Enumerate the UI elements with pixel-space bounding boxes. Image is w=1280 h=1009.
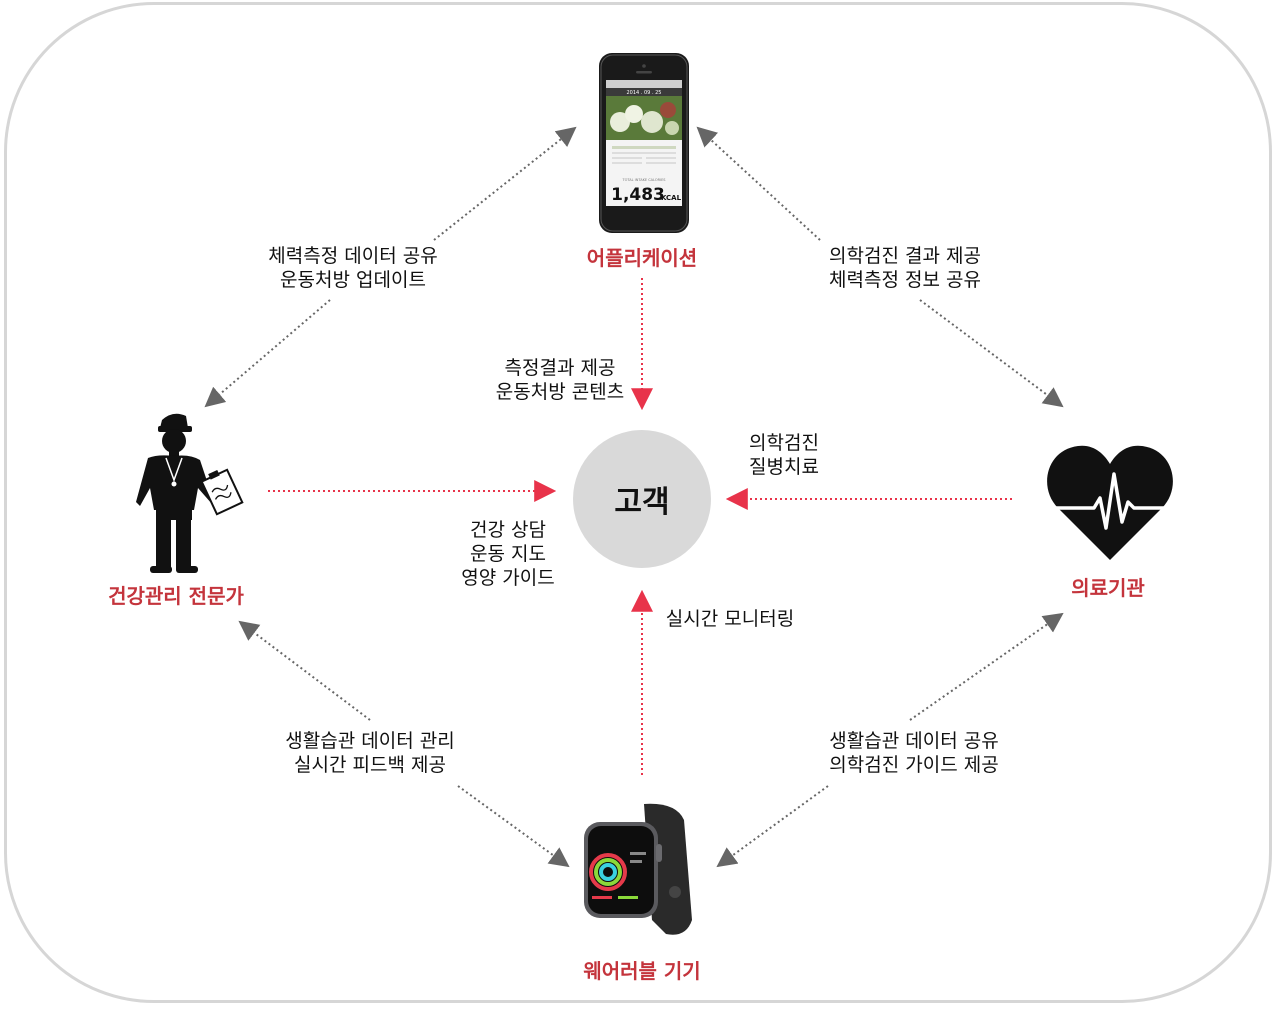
edge-label-expert-customer-line-2: 운동 지도 [440,542,576,566]
edge-label-wearable-customer: 실시간 모니터링 [650,607,810,631]
node-label-app: 어플리케이션 [560,242,724,271]
smartwatch-icon [582,800,702,940]
edge-label-medical-customer-line-1: 의학검진 [726,431,842,455]
edge-label-medical-wearable: 생활습관 데이터 공유 의학검진 가이드 제공 [796,729,1032,777]
edge-label-expert-customer: 건강 상담 운동 지도 영양 가이드 [440,518,576,590]
edge-medical-wearable-lower [718,786,828,866]
smartphone-icon: 2014 . 09 . 25 TOTAL INTAKE CALORIES 1,4… [598,52,690,234]
edge-label-medical-wearable-line-2: 의학검진 가이드 제공 [796,753,1032,777]
edge-label-app-medical: 의학검진 결과 제공 체력측정 정보 공유 [790,244,1020,292]
edge-label-expert-customer-line-3: 영양 가이드 [440,566,576,590]
health-coach-icon [136,410,248,574]
edge-label-medical-wearable-line-1: 생활습관 데이터 공유 [796,729,1032,753]
heart-pulse-icon [1044,438,1176,562]
edge-expert-wearable-upper [240,622,370,720]
phone-date: 2014 . 09 . 25 [627,90,662,96]
edge-label-expert-wearable-line-2: 실시간 피드백 제공 [256,753,484,777]
edge-app-expert-upper [434,128,575,240]
phone-calories: 1,483 [611,185,665,205]
node-label-medical: 의료기관 [1040,572,1176,601]
edge-label-medical-customer: 의학검진 질병치료 [726,431,842,479]
phone-total-label: TOTAL INTAKE CALORIES [621,178,666,182]
edge-app-medical-lower [920,300,1062,406]
edge-label-expert-wearable: 생활습관 데이터 관리 실시간 피드백 제공 [256,729,484,777]
edge-label-app-expert: 체력측정 데이터 공유 운동처방 업데이트 [228,244,478,292]
edge-expert-wearable-lower [458,786,568,866]
edge-label-expert-wearable-line-1: 생활습관 데이터 관리 [256,729,484,753]
edge-label-expert-customer-line-1: 건강 상담 [440,518,576,542]
edge-label-app-expert-line-2: 운동처방 업데이트 [228,268,478,292]
edge-medical-wearable-upper [910,614,1062,720]
edge-app-expert-lower [206,300,330,406]
phone-calories-unit: KCAL [661,194,682,202]
customer-label: 고객 [614,477,669,521]
edge-app-medical-upper [698,128,820,240]
edge-label-medical-customer-line-2: 질병치료 [726,455,842,479]
node-label-wearable: 웨어러블 기기 [560,955,724,984]
edge-label-app-customer: 측정결과 제공 운동처방 콘텐츠 [470,356,650,404]
node-label-expert: 건강관리 전문가 [88,580,264,609]
edge-label-app-customer-line-1: 측정결과 제공 [470,356,650,380]
edge-label-app-medical-line-2: 체력측정 정보 공유 [790,268,1020,292]
edge-label-app-medical-line-1: 의학검진 결과 제공 [790,244,1020,268]
edge-label-app-customer-line-2: 운동처방 콘텐츠 [470,380,650,404]
edge-label-app-expert-line-1: 체력측정 데이터 공유 [228,244,478,268]
edge-label-wearable-customer-line-1: 실시간 모니터링 [650,607,810,631]
customer-node: 고객 [573,430,711,568]
